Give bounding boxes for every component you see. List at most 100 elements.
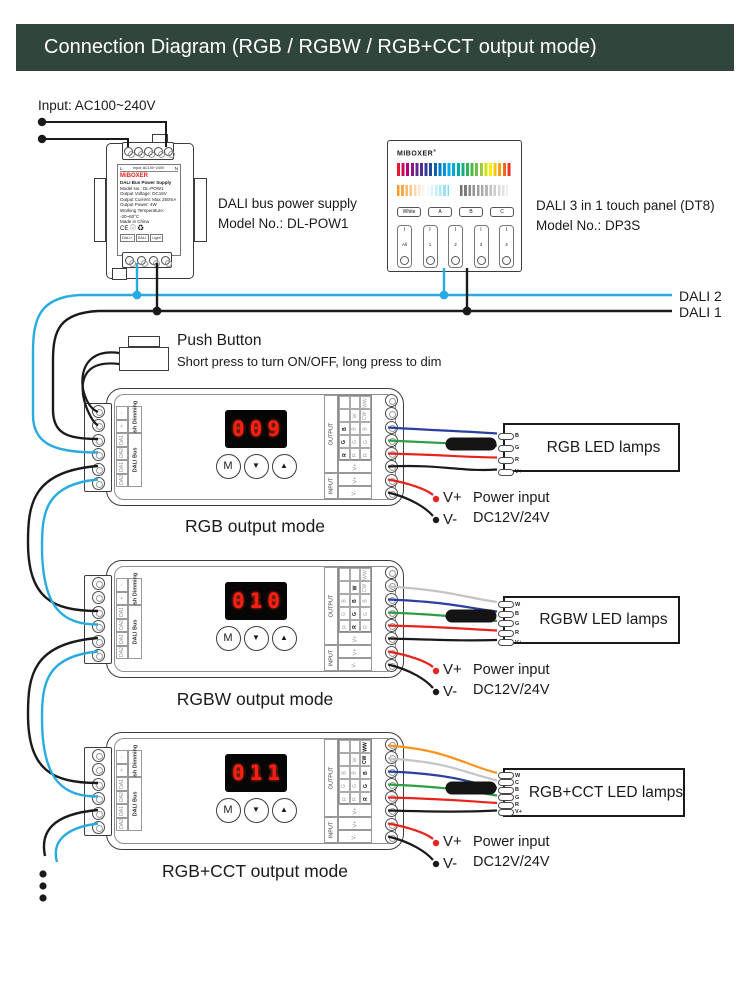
controller-rgbcct: - + DA1 DA2 DA1 DA2 Push Dimming DALI Bu… <box>0 731 750 891</box>
output-map-cell: CW <box>360 753 371 766</box>
push-button-title: Push Button <box>177 332 262 349</box>
group-a-button: A <box>428 207 452 217</box>
mode-caption-rgbw: RGBW output mode <box>176 689 334 709</box>
lamp-pads: W B G R V+ <box>498 601 522 646</box>
output-map-cell: WW <box>360 396 371 409</box>
dali-terminal-block <box>84 403 112 492</box>
psu-terminal-l: L <box>120 166 123 171</box>
output-map-cell: G <box>339 779 350 792</box>
rgbw-led-lamps: W B G R V+ RGBW LED lamps <box>498 596 680 646</box>
terminal-label: DA2 <box>116 446 128 460</box>
output-map-cell: W <box>349 409 361 422</box>
output-map-cell: CW <box>360 581 371 594</box>
power-input-label: Power input <box>473 834 550 850</box>
pad-icon <box>498 808 514 816</box>
psu-cell: Light <box>150 233 163 242</box>
output-label: OUTPUT <box>324 739 338 817</box>
vplus-out-label: V+ <box>338 460 372 473</box>
output-map-cell: G <box>349 779 361 792</box>
terminal-label: - <box>116 406 128 420</box>
input-vminus-label: V- <box>338 486 372 499</box>
terminal-label: DA1 <box>116 804 128 818</box>
push-dimming-label: Push Dimming <box>128 400 142 439</box>
terminal-label: DA1 <box>116 777 128 791</box>
white-button: White <box>397 207 421 217</box>
terminal-label: + <box>116 419 128 433</box>
terminal-label: DA1 <box>116 433 128 447</box>
terminal-label: + <box>116 591 128 605</box>
psu-terminals-top <box>122 142 175 160</box>
output-map-cell <box>349 740 361 753</box>
output-terminal-block <box>378 566 405 672</box>
push-dimming-label: Push Dimming <box>128 572 142 611</box>
dali-bus-label: DALI Bus <box>128 777 142 831</box>
output-map-cell: G <box>339 607 350 620</box>
vminus-label: V- <box>443 511 458 528</box>
psu-line: Model No.: DL-POW1 <box>120 185 164 191</box>
cct-bar <box>397 185 449 196</box>
psu-caption-line2: Model No.: DL-POW1 <box>218 216 349 231</box>
input-vplus-label: V+ <box>338 473 372 486</box>
up-button: ▲ <box>271 453 297 479</box>
rgbcct-led-lamps: W C B G R V+ RGB+CCT LED lamps <box>498 768 685 817</box>
mode-button: M <box>215 453 241 479</box>
output-terminal-block <box>378 394 405 500</box>
input-vminus-label: V- <box>338 830 372 843</box>
vplus-out-label: V+ <box>338 632 372 645</box>
lamp-label: RGB LED lamps <box>546 438 661 456</box>
output-map-cell <box>339 753 350 766</box>
psu-caption-line1: DALI bus power supply <box>218 196 357 211</box>
panel-caption-line2: Model No.: DP3S <box>536 218 641 233</box>
pad-icon <box>498 432 514 440</box>
psu-line: Output Voltage: DC16V <box>120 191 167 197</box>
mode-caption-rgb: RGB output mode <box>184 516 326 536</box>
rgb-led-lamps: B G R V+ RGB LED lamps <box>498 423 680 476</box>
lamp-label: RGBW LED lamps <box>539 611 668 628</box>
up-button: ▲ <box>271 797 297 823</box>
pad-icon <box>498 620 514 627</box>
input-vplus-label: V+ <box>338 645 372 658</box>
terminal-label: - <box>116 578 128 592</box>
panel-caption: DALI 3 in 1 touch panel (DT8) Model No.:… <box>536 196 715 236</box>
mode-caption-rgbcct: RGB+CCT output mode <box>162 861 348 881</box>
output-map-cell: B <box>360 594 371 607</box>
din-clip-right <box>194 178 207 242</box>
psu-caption: DALI bus power supply Model No.: DL-POW1 <box>218 194 357 234</box>
terminal-label: DA2 <box>116 618 128 632</box>
output-label: OUTPUT <box>324 395 338 473</box>
power-input-label: Power input <box>473 490 550 506</box>
output-map-cell <box>339 568 350 581</box>
psu-line: DALI Bus Power Supply <box>120 180 172 185</box>
output-map-cell <box>339 581 350 594</box>
dali-terminal-block <box>84 575 112 664</box>
pad-icon <box>498 772 514 779</box>
output-map-cell: B <box>360 422 371 435</box>
lamp-pads: W C B G R V+ <box>498 772 522 816</box>
zone-off-icon <box>425 256 435 265</box>
pad-icon <box>498 779 514 787</box>
terminal-label: DA2 <box>116 790 128 804</box>
output-map-cell <box>339 396 350 409</box>
zone-off-icon <box>400 256 409 265</box>
output-map-cell: B <box>339 594 350 607</box>
down-button: ▼ <box>243 797 269 823</box>
psu-cell: DALI+ <box>120 233 135 242</box>
mode-button: M <box>215 797 241 823</box>
output-terminal-block <box>378 738 405 844</box>
output-map-cell: B <box>360 766 371 779</box>
vminus-label: V- <box>443 855 458 872</box>
miboxer-logo: MIBOXER® <box>397 148 437 158</box>
pad-icon <box>498 601 514 608</box>
ac-input-label: Input: AC100~240V <box>38 98 156 113</box>
output-map-cell: G <box>360 779 371 792</box>
output-label: OUTPUT <box>324 567 338 645</box>
